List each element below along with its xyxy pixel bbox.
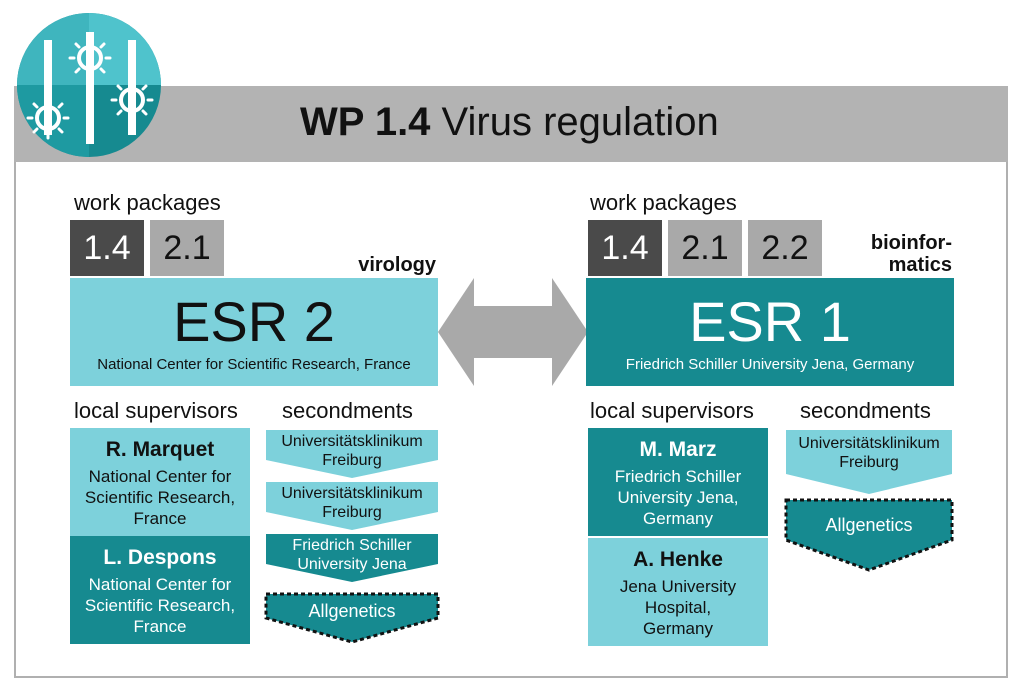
page-title: WP 1.4 Virus regulation (300, 100, 719, 145)
right-work-packages-label: work packages (590, 190, 737, 215)
left-esr-name: ESR 2 (173, 289, 335, 353)
left-esr-box: ESR 2 National Center for Scientific Res… (70, 278, 438, 386)
left-supervisors-label: local supervisors (74, 398, 238, 423)
supervisor-affiliation-line: Scientific Research, (84, 488, 236, 507)
supervisor-name: M. Marz (639, 438, 717, 461)
supervisor-affiliation-line: France (133, 617, 187, 636)
right-supervisors-label: local supervisors (590, 398, 754, 423)
secondment-line: Allgenetics (308, 601, 396, 621)
right-field-label: bioinfor- matics (840, 232, 952, 276)
title-bold: WP 1.4 (300, 100, 431, 144)
secondment-line: Allgenetics (825, 515, 913, 535)
left-field-label: virology (358, 254, 436, 276)
left-secondment-3: Friedrich Schiller University Jena (264, 536, 440, 574)
right-field-line: bioinfor- (870, 232, 952, 254)
left-secondment-shape-1 (266, 430, 438, 478)
supervisor-affiliation-line: Friedrich Schiller (614, 467, 742, 486)
supervisor-affiliation-line: France (133, 509, 187, 528)
supervisor-affiliation-line: Hospital, (644, 598, 712, 617)
right-secondment-shape-2 (784, 498, 954, 572)
left-secondment-shape-3 (266, 534, 438, 582)
right-supervisor-1: M. Marz Friedrich Schiller University Je… (588, 428, 768, 536)
left-work-packages-label: work packages (74, 190, 221, 215)
left-wp-2: 2.1 (150, 220, 224, 276)
right-esr-name: ESR 1 (689, 289, 851, 353)
right-secondments-label: secondments (800, 398, 931, 423)
left-secondment-4: Allgenetics (264, 602, 440, 621)
left-supervisor-2: L. Despons National Center for Scientifi… (70, 536, 250, 644)
supervisor-affiliation-line: Scientific Research, (84, 596, 236, 615)
right-wp-2: 2.1 (668, 220, 742, 276)
secondment-line: University Jena (297, 556, 407, 573)
right-supervisor-2: A. Henke Jena University Hospital, Germa… (588, 538, 768, 646)
supervisor-affiliation-line: National Center for (88, 467, 232, 486)
left-secondment-shape-2 (266, 482, 438, 530)
left-supervisor-1: R. Marquet National Center for Scientifi… (70, 428, 250, 536)
right-esr-institution: Friedrich Schiller University Jena, Germ… (625, 355, 915, 373)
secondment-line: Universitätsklinikum (798, 435, 940, 452)
left-secondment-1: Universitätsklinikum Freiburg (264, 432, 440, 470)
secondment-line: Freiburg (322, 504, 382, 521)
secondment-line: Freiburg (322, 452, 382, 469)
left-secondment-2: Universitätsklinikum Freiburg (264, 484, 440, 522)
secondment-line: Freiburg (839, 454, 899, 471)
title-banner (14, 86, 1008, 162)
secondment-line: Universitätsklinikum (281, 433, 423, 450)
right-secondment-shape-1 (786, 430, 952, 494)
secondment-line: Friedrich Schiller (292, 537, 412, 554)
right-wp-1: 1.4 (588, 220, 662, 276)
supervisor-affiliation-line: Germany (643, 619, 713, 638)
right-esr-box: ESR 1 Friedrich Schiller University Jena… (586, 278, 954, 386)
supervisor-affiliation-line: Germany (643, 509, 713, 528)
left-secondments-chevrons (264, 430, 440, 644)
right-wp-3: 2.2 (748, 220, 822, 276)
right-field-line: matics (888, 254, 952, 276)
right-secondment-1: Universitätsklinikum Freiburg (784, 434, 954, 472)
double-arrow-icon (438, 278, 588, 386)
left-secondments-label: secondments (282, 398, 413, 423)
left-wp-1: 1.4 (70, 220, 144, 276)
virus-logo-icon (17, 13, 161, 157)
supervisor-affiliation-line: University Jena, (617, 488, 739, 507)
supervisor-affiliation-line: Jena University (619, 577, 737, 596)
supervisor-name: A. Henke (633, 548, 723, 571)
supervisor-name: R. Marquet (105, 438, 215, 461)
right-secondments-chevrons (784, 430, 954, 572)
left-secondment-shape-4 (264, 592, 440, 644)
supervisor-name: L. Despons (103, 546, 217, 569)
secondment-line: Universitätsklinikum (281, 485, 423, 502)
right-secondment-2: Allgenetics (784, 516, 954, 535)
left-esr-institution: National Center for Scientific Research,… (97, 355, 411, 373)
supervisor-affiliation-line: National Center for (88, 575, 232, 594)
title-rest: Virus regulation (430, 100, 719, 144)
